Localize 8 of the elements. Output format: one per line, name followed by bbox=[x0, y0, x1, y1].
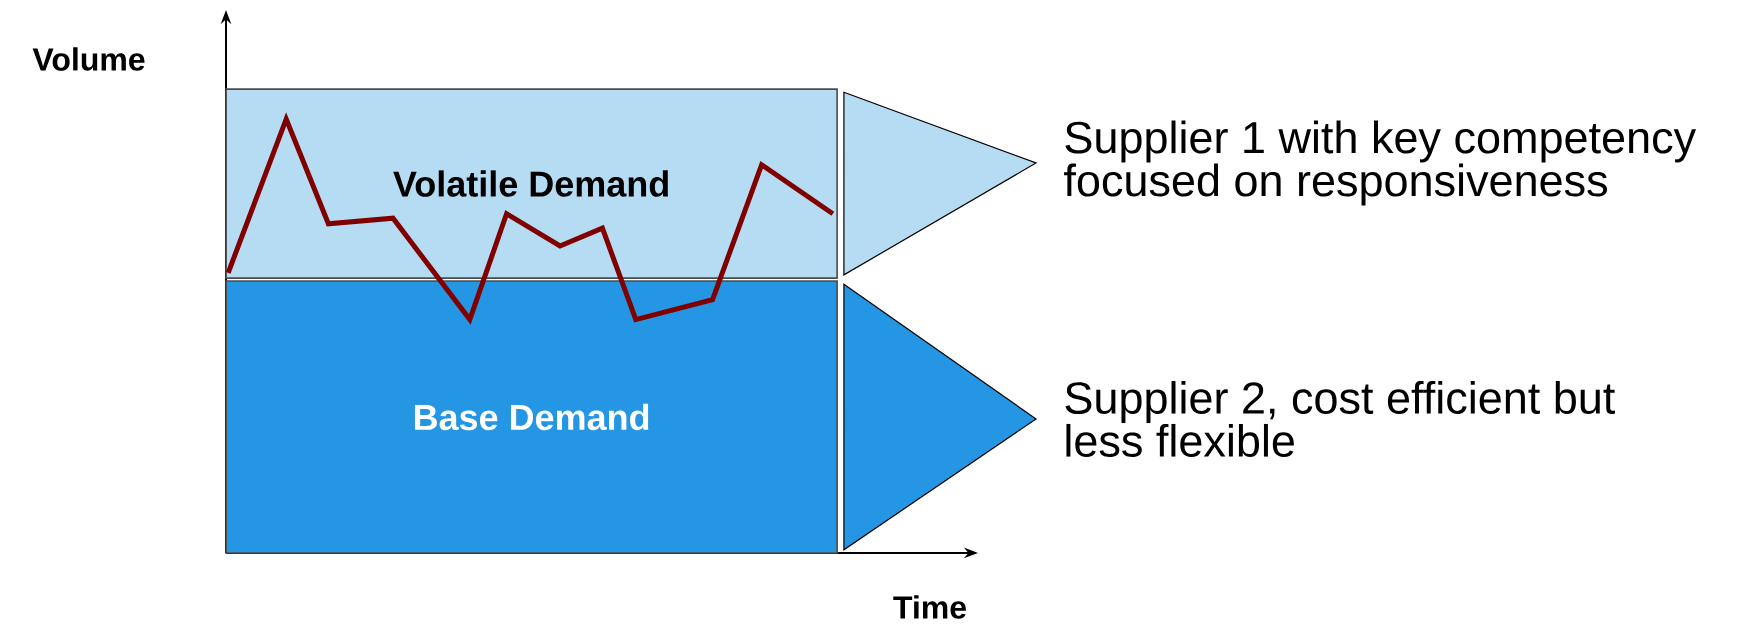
axis-label: Volume bbox=[32, 47, 145, 71]
chevron-arrow bbox=[843, 283, 1038, 551]
axis-label: Time bbox=[893, 595, 966, 619]
chevron-arrow bbox=[843, 91, 1038, 276]
band-box: Base Demand bbox=[225, 280, 838, 554]
text-label: Supplier 2, cost efficient but less flexible bbox=[1065, 380, 1615, 457]
text-label: Supplier 1 with key competency focused on responsiveness bbox=[1064, 120, 1697, 206]
band-box: Volatile Demand bbox=[225, 88, 838, 279]
